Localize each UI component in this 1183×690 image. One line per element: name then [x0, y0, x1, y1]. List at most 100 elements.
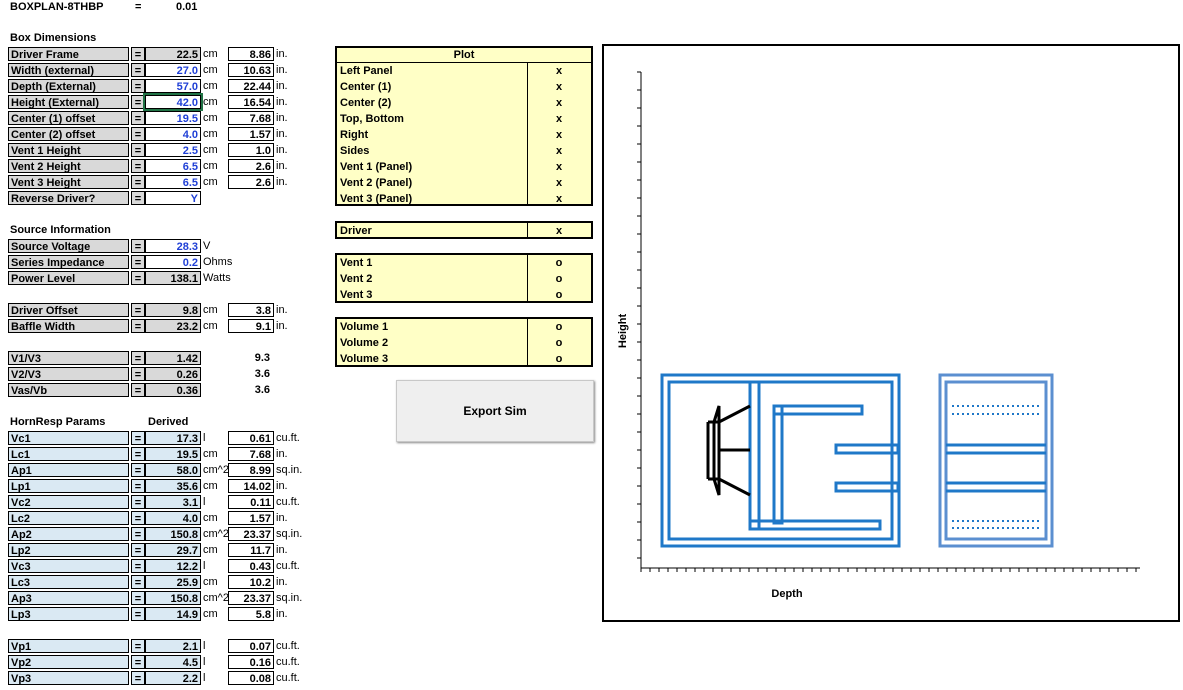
- plot-option-row[interactable]: Vent 1 (Panel)x: [337, 159, 591, 175]
- plot-option-row[interactable]: Center (2)x: [337, 95, 591, 111]
- bottom-vent-panel: [748, 519, 882, 531]
- value-cell[interactable]: 42.0: [143, 93, 203, 111]
- equals-cell: =: [131, 383, 145, 397]
- value-cell: 150.8: [145, 591, 201, 605]
- value-cell[interactable]: 0.2: [145, 255, 201, 269]
- export-sim-button[interactable]: Export Sim: [396, 380, 594, 442]
- plot-option-toggle[interactable]: x: [555, 65, 563, 77]
- unit-label: cm^2: [203, 592, 229, 604]
- plot-option-toggle[interactable]: o: [555, 257, 563, 269]
- plot-option-toggle[interactable]: x: [555, 193, 563, 205]
- value-cell[interactable]: 19.5: [145, 111, 201, 125]
- value-cell[interactable]: 27.0: [145, 63, 201, 77]
- row-label: Vp2: [8, 655, 129, 669]
- converted-unit: sq.in.: [276, 592, 303, 604]
- plot-option-toggle[interactable]: o: [555, 321, 563, 333]
- equals-cell: =: [131, 575, 145, 589]
- plot-option-row[interactable]: Vent 3 (Panel) x: [337, 191, 591, 207]
- value-cell[interactable]: 6.5: [145, 159, 201, 173]
- converted-value: 0.07: [228, 639, 274, 653]
- plot-option-toggle[interactable]: x: [555, 97, 563, 109]
- converted-unit: in.: [276, 48, 288, 60]
- row-label: Vent 3 Height: [8, 175, 129, 189]
- plot-option-toggle[interactable]: x: [555, 225, 563, 237]
- equals-cell: =: [131, 367, 145, 381]
- unit-label: l: [203, 432, 206, 444]
- vent-1-panel: [772, 404, 864, 416]
- plot-option-row[interactable]: Volume 2 o: [337, 335, 591, 351]
- converted-value: 1.0: [228, 143, 274, 157]
- row-label: Lc1: [8, 447, 129, 461]
- front-view: [660, 373, 901, 548]
- plot-option-row[interactable]: Center (1)x: [337, 79, 591, 95]
- box-plot: Depth Height: [617, 71, 1140, 600]
- plot-option-toggle[interactable]: x: [555, 145, 563, 157]
- equals-cell: =: [131, 591, 145, 605]
- plot-option-toggle[interactable]: x: [555, 129, 563, 141]
- converted-value: 8.86: [228, 47, 274, 61]
- plot-option-toggle[interactable]: o: [555, 337, 563, 349]
- converted-value: 1.57: [228, 511, 274, 525]
- equals-cell: =: [131, 47, 145, 61]
- equals-cell: =: [131, 527, 145, 541]
- plot-option-toggle[interactable]: x: [555, 161, 563, 173]
- value-cell[interactable]: Y: [145, 191, 201, 205]
- value-cell: 4.0: [145, 511, 201, 525]
- value-cell[interactable]: 2.5: [145, 143, 201, 157]
- converted-value: 0.61: [228, 431, 274, 445]
- value-cell[interactable]: 6.5: [145, 175, 201, 189]
- value-cell: 4.5: [145, 655, 201, 669]
- value-cell: 1.42: [145, 351, 201, 365]
- converted-value: 7.68: [228, 111, 274, 125]
- converted-value: 1.57: [228, 127, 274, 141]
- plot-ticks: [637, 71, 1137, 572]
- unit-label: cm: [203, 576, 218, 588]
- plot-option-toggle[interactable]: x: [555, 177, 563, 189]
- converted-unit: in.: [276, 176, 288, 188]
- driver-cone-top: [718, 404, 751, 424]
- plot-option-name: Vent 3 (Panel): [340, 193, 413, 205]
- value-cell[interactable]: 4.0: [145, 127, 201, 141]
- unit-label: cm: [203, 448, 218, 460]
- plot-option-row[interactable]: Vent 2 (Panel)x: [337, 175, 591, 191]
- row-label: Vent 1 Height: [8, 143, 129, 157]
- value-cell: 3.1: [145, 495, 201, 509]
- value-cell[interactable]: 57.0: [145, 79, 201, 93]
- equals-cell: =: [131, 63, 145, 77]
- plot-option-toggle[interactable]: x: [555, 81, 563, 93]
- plot-option-row[interactable]: Right x: [337, 127, 591, 143]
- ratio-extra: 3.6: [254, 384, 270, 396]
- plot-option-toggle[interactable]: o: [555, 289, 563, 301]
- plot-option-toggle[interactable]: o: [555, 353, 563, 365]
- value-cell: 58.0: [145, 463, 201, 477]
- row-label: Power Level: [8, 271, 129, 285]
- plot-option-toggle[interactable]: o: [555, 273, 563, 285]
- converted-value: 5.8: [228, 607, 274, 621]
- converted-value: 11.7: [228, 543, 274, 557]
- plot-option-toggle[interactable]: x: [555, 113, 563, 125]
- plot-option-name: Right: [340, 129, 369, 141]
- row-label: Vent 2 Height: [8, 159, 129, 173]
- row-label: Height (External): [8, 95, 129, 109]
- equals-cell: =: [131, 543, 145, 557]
- equals-cell: =: [131, 671, 145, 685]
- row-label: Vp1: [8, 639, 129, 653]
- unit-label: cm: [203, 176, 218, 188]
- value-cell: 12.2: [145, 559, 201, 573]
- value-cell[interactable]: 28.3: [145, 239, 201, 253]
- value-cell: 14.9: [145, 607, 201, 621]
- plot-option-name: Volume 2: [340, 337, 389, 349]
